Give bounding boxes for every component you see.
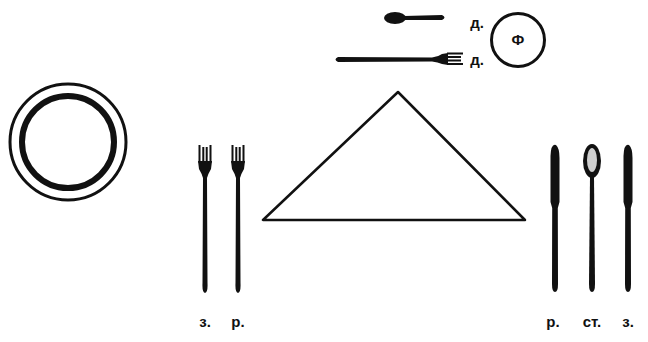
cutlery-label: д. <box>470 52 484 69</box>
cutlery-label: д. <box>470 15 484 32</box>
dessert-fork <box>336 53 464 66</box>
fork <box>231 145 245 293</box>
knife <box>624 145 633 292</box>
spoon <box>583 144 601 292</box>
napkin <box>263 92 525 220</box>
plate <box>10 84 126 200</box>
cutlery-label: з. <box>622 314 634 331</box>
cutlery-label: ст. <box>583 314 602 331</box>
cutlery-label: р. <box>546 314 559 331</box>
node-text: Ф <box>512 32 525 49</box>
cutlery-label: р. <box>231 314 244 331</box>
dessert-spoon <box>384 12 445 24</box>
knife <box>551 145 560 292</box>
fork <box>198 145 212 293</box>
bread-plate: Ф <box>490 12 546 68</box>
cutlery-label: з. <box>199 314 211 331</box>
